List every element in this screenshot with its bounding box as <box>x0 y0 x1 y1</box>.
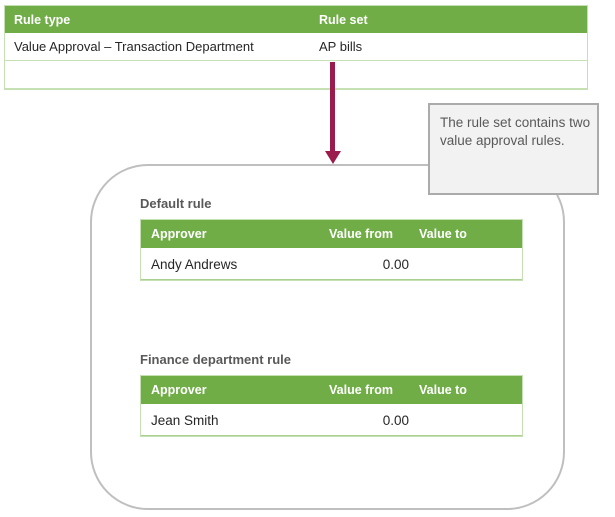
approver-column-header: Approver <box>141 376 311 406</box>
approver-cell: Andy Andrews <box>141 250 311 280</box>
value-to-column-header: Value to <box>411 220 522 250</box>
rule-set-cell: AP bills <box>310 33 587 61</box>
value-to-cell <box>411 250 522 280</box>
default-rule-table: Approver Value from Value to Andy Andrew… <box>140 219 523 281</box>
rule-type-table-header-row: Rule type Rule set <box>5 6 587 33</box>
empty-cell <box>310 61 587 89</box>
value-from-column-header: Value from <box>311 376 411 406</box>
table-row-empty <box>5 61 587 89</box>
rule-type-table: Rule type Rule set Value Approval – Tran… <box>4 5 588 90</box>
value-from-column-header: Value from <box>311 220 411 250</box>
value-to-cell <box>411 406 522 436</box>
callout-note: The rule set contains two value approval… <box>428 103 599 195</box>
default-rule-title: Default rule <box>140 196 212 211</box>
value-from-cell: 0.00 <box>311 250 411 280</box>
table-row: Jean Smith 0.00 <box>141 406 522 436</box>
rule-type-cell: Value Approval – Transaction Department <box>5 33 310 61</box>
down-arrow-head-icon <box>325 151 341 164</box>
empty-cell <box>5 61 310 89</box>
finance-rule-header-row: Approver Value from Value to <box>141 376 522 406</box>
down-arrow-line <box>330 62 335 152</box>
value-from-cell: 0.00 <box>311 406 411 436</box>
rule-type-column-header: Rule type <box>5 6 310 33</box>
table-row: Value Approval – Transaction Department … <box>5 33 587 61</box>
default-rule-header-row: Approver Value from Value to <box>141 220 522 250</box>
finance-rule-block: Finance department rule Approver Value f… <box>140 352 523 437</box>
finance-rule-title: Finance department rule <box>140 352 291 367</box>
approver-cell: Jean Smith <box>141 406 311 436</box>
finance-rule-table: Approver Value from Value to Jean Smith … <box>140 375 523 437</box>
table-row: Andy Andrews 0.00 <box>141 250 522 280</box>
default-rule-block: Default rule Approver Value from Value t… <box>140 196 523 281</box>
callout-text: The rule set contains two value approval… <box>440 115 591 148</box>
value-to-column-header: Value to <box>411 376 522 406</box>
rule-set-column-header: Rule set <box>310 6 587 33</box>
approver-column-header: Approver <box>141 220 311 250</box>
